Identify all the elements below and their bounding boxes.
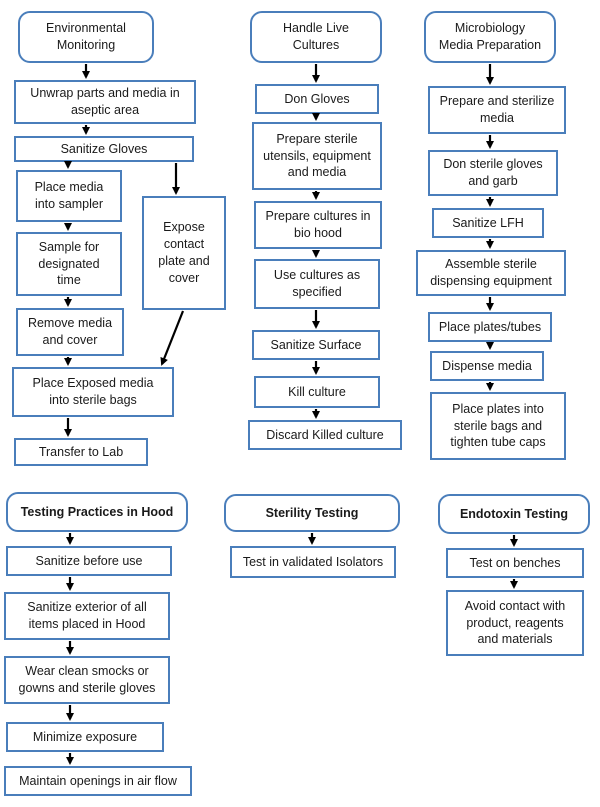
env-step-unwrap: Unwrap parts and media in aseptic area — [14, 80, 196, 124]
hood-practices-header: Testing Practices in Hood — [6, 492, 188, 532]
sterility-header: Sterility Testing — [224, 494, 400, 532]
env-side-step-expose-plate: Expose contact plate and cover — [142, 196, 226, 310]
hood-step-minimize-exposure: Minimize exposure — [6, 722, 164, 752]
media-step-prepare-sterilize: Prepare and sterilize media — [428, 86, 566, 134]
live-step-don-gloves: Don Gloves — [255, 84, 379, 114]
live-cultures-header: Handle Live Cultures — [250, 11, 382, 63]
hood-step-wear-smocks: Wear clean smocks or gowns and sterile g… — [4, 656, 170, 704]
env-step-sample: Sample for designated time — [16, 232, 122, 296]
live-step-use-cultures: Use cultures as specified — [254, 259, 380, 309]
env-step-transfer: Transfer to Lab — [14, 438, 148, 466]
env-step-sanitize-gloves: Sanitize Gloves — [14, 136, 194, 162]
media-prep-header: Microbiology Media Preparation — [424, 11, 556, 63]
media-step-dispense: Dispense media — [430, 351, 544, 381]
env-step-place-media: Place media into sampler — [16, 170, 122, 222]
env-monitoring-header: Environmental Monitoring — [18, 11, 154, 63]
env-step-place-exposed: Place Exposed media into sterile bags — [12, 367, 174, 417]
media-step-place-plates: Place plates/tubes — [428, 312, 552, 342]
live-step-kill-culture: Kill culture — [254, 376, 380, 408]
endotoxin-step-avoid-contact: Avoid contact with product, reagents and… — [446, 590, 584, 656]
hood-step-maintain-openings: Maintain openings in air flow — [4, 766, 192, 796]
hood-step-sanitize-before: Sanitize before use — [6, 546, 172, 576]
live-step-prepare-cultures: Prepare cultures in bio hood — [254, 201, 382, 249]
media-step-don-sterile-gloves: Don sterile gloves and garb — [428, 150, 558, 196]
arrow-env-side-2 — [160, 310, 185, 366]
media-step-place-into-bags: Place plates into sterile bags and tight… — [430, 392, 566, 460]
live-step-prepare-utensils: Prepare sterile utensils, equipment and … — [252, 122, 382, 190]
hood-step-sanitize-exterior: Sanitize exterior of all items placed in… — [4, 592, 170, 640]
media-step-sanitize-lfh: Sanitize LFH — [432, 208, 544, 238]
endotoxin-header: Endotoxin Testing — [438, 494, 590, 534]
media-step-assemble: Assemble sterile dispensing equipment — [416, 250, 566, 296]
live-step-sanitize-surface: Sanitize Surface — [252, 330, 380, 360]
env-step-remove-media: Remove media and cover — [16, 308, 124, 356]
endotoxin-step-benches: Test on benches — [446, 548, 584, 578]
live-step-discard: Discard Killed culture — [248, 420, 402, 450]
sterility-step-isolators: Test in validated Isolators — [230, 546, 396, 578]
